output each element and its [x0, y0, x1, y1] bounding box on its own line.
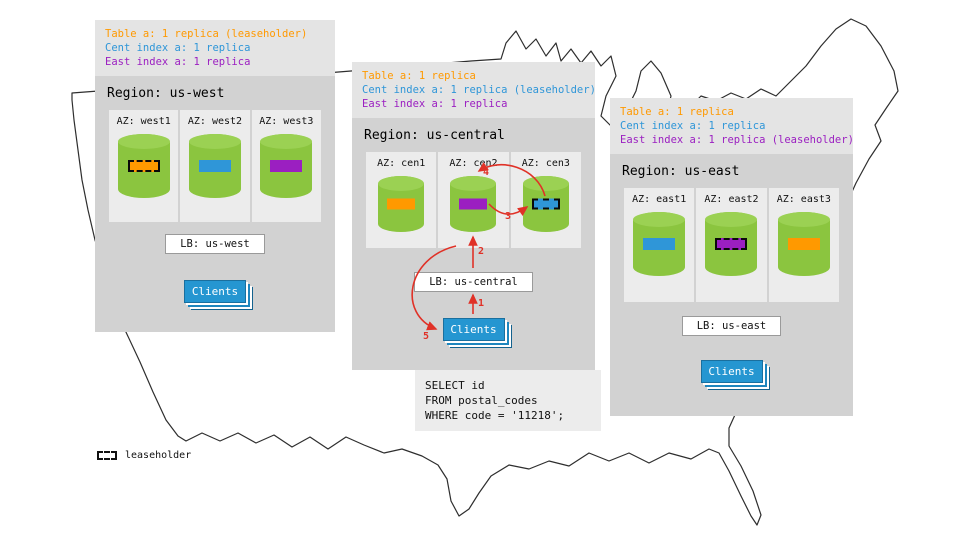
az-row-us-east: AZ: east1 AZ: east2 AZ: east3	[624, 188, 839, 302]
db-node-icon	[777, 212, 830, 276]
sql-line: WHERE code = '11218';	[425, 409, 565, 422]
arrow-step-label-4: 4	[483, 167, 490, 178]
az-label: AZ: west1	[116, 116, 171, 127]
region-panel-us-west: Table a: 1 replica (leaseholder) Cent in…	[95, 20, 335, 332]
arrow-step-label-2: 2	[478, 246, 485, 257]
arrow-step-label-3: 3	[505, 211, 512, 222]
az-cen3: AZ: cen3	[510, 152, 581, 248]
az-label: AZ: cen2	[449, 158, 498, 169]
az-east3: AZ: east3	[768, 188, 839, 302]
region-title: Region: us-west	[107, 86, 225, 101]
summary-line-cent: Cent index a: 1 replica (leaseholder)	[362, 84, 596, 96]
clients-node-us-east: Clients	[700, 360, 763, 383]
replica-table	[787, 238, 820, 250]
summary-line-east: East index a: 1 replica	[105, 56, 251, 68]
summary-line-table: Table a: 1 replica	[362, 70, 476, 82]
db-node-icon	[705, 212, 758, 276]
az-west3: AZ: west3	[251, 110, 321, 222]
az-label: AZ: west2	[187, 116, 243, 127]
region-panel-us-central: Table a: 1 replica Cent index a: 1 repli…	[352, 62, 596, 370]
arrow-step-label-1: 1	[478, 298, 485, 309]
leaseholder-legend-label: leaseholder	[125, 450, 192, 461]
sql-line: SELECT id	[425, 379, 485, 392]
replica-table-leaseholder	[127, 160, 160, 172]
az-label: AZ: west3	[259, 116, 314, 127]
load-balancer-us-east: LB: us-east	[681, 316, 782, 336]
region-title: Region: us-east	[622, 164, 740, 179]
db-node-icon	[450, 176, 497, 232]
summary-line-east: East index a: 1 replica	[362, 98, 508, 110]
az-cen2: AZ: cen2	[438, 152, 509, 248]
load-balancer-us-west: LB: us-west	[165, 234, 265, 254]
az-label: AZ: east3	[776, 194, 831, 205]
replica-cent-index	[643, 238, 676, 250]
az-label: AZ: east2	[704, 194, 759, 205]
summary-line-cent: Cent index a: 1 replica	[105, 42, 251, 54]
sql-query-box: SELECT id FROM postal_codes WHERE code =…	[415, 370, 601, 431]
db-node-icon	[188, 134, 241, 198]
replica-table	[387, 198, 416, 210]
summary-line-east: East index a: 1 replica (leaseholder)	[620, 134, 854, 146]
db-node-icon	[378, 176, 425, 232]
replica-east-index	[459, 198, 488, 210]
replica-east-leaseholder	[715, 238, 748, 250]
clients-node-us-west: Clients	[184, 280, 246, 303]
sql-line: FROM postal_codes	[425, 394, 538, 407]
az-west2: AZ: west2	[180, 110, 250, 222]
az-row-us-central: AZ: cen1 AZ: cen2 AZ: cen3	[366, 152, 581, 248]
az-cen1: AZ: cen1	[366, 152, 437, 248]
summary-line-cent: Cent index a: 1 replica	[620, 120, 766, 132]
arrow-step-label-5: 5	[423, 331, 430, 342]
replica-cent-index	[198, 160, 231, 172]
db-node-icon	[260, 134, 313, 198]
az-west1: AZ: west1	[109, 110, 179, 222]
summary-line-table: Table a: 1 replica	[620, 106, 734, 118]
db-node-icon	[633, 212, 686, 276]
summary-line-table: Table a: 1 replica (leaseholder)	[105, 28, 308, 40]
region-title: Region: us-central	[364, 128, 505, 143]
db-node-icon	[117, 134, 170, 198]
az-label: AZ: east1	[632, 194, 687, 205]
az-east1: AZ: east1	[624, 188, 695, 302]
load-balancer-us-central: LB: us-central	[414, 272, 533, 292]
az-row-us-west: AZ: west1 AZ: west2 AZ: west3	[109, 110, 321, 222]
az-east2: AZ: east2	[696, 188, 767, 302]
leaseholder-legend: leaseholder	[97, 450, 191, 461]
replica-east-index	[270, 160, 303, 172]
az-label: AZ: cen3	[521, 158, 570, 169]
replica-summary-us-east: Table a: 1 replica Cent index a: 1 repli…	[610, 98, 854, 154]
clients-node-us-central: Clients	[442, 318, 505, 341]
replica-summary-us-central: Table a: 1 replica Cent index a: 1 repli…	[352, 62, 596, 118]
replica-summary-us-west: Table a: 1 replica (leaseholder) Cent in…	[95, 20, 335, 76]
db-node-icon	[522, 176, 569, 232]
replica-cent-leaseholder	[531, 198, 560, 210]
leaseholder-swatch-icon	[97, 451, 117, 460]
az-label: AZ: cen1	[377, 158, 426, 169]
region-panel-us-east: Table a: 1 replica Cent index a: 1 repli…	[610, 98, 854, 416]
